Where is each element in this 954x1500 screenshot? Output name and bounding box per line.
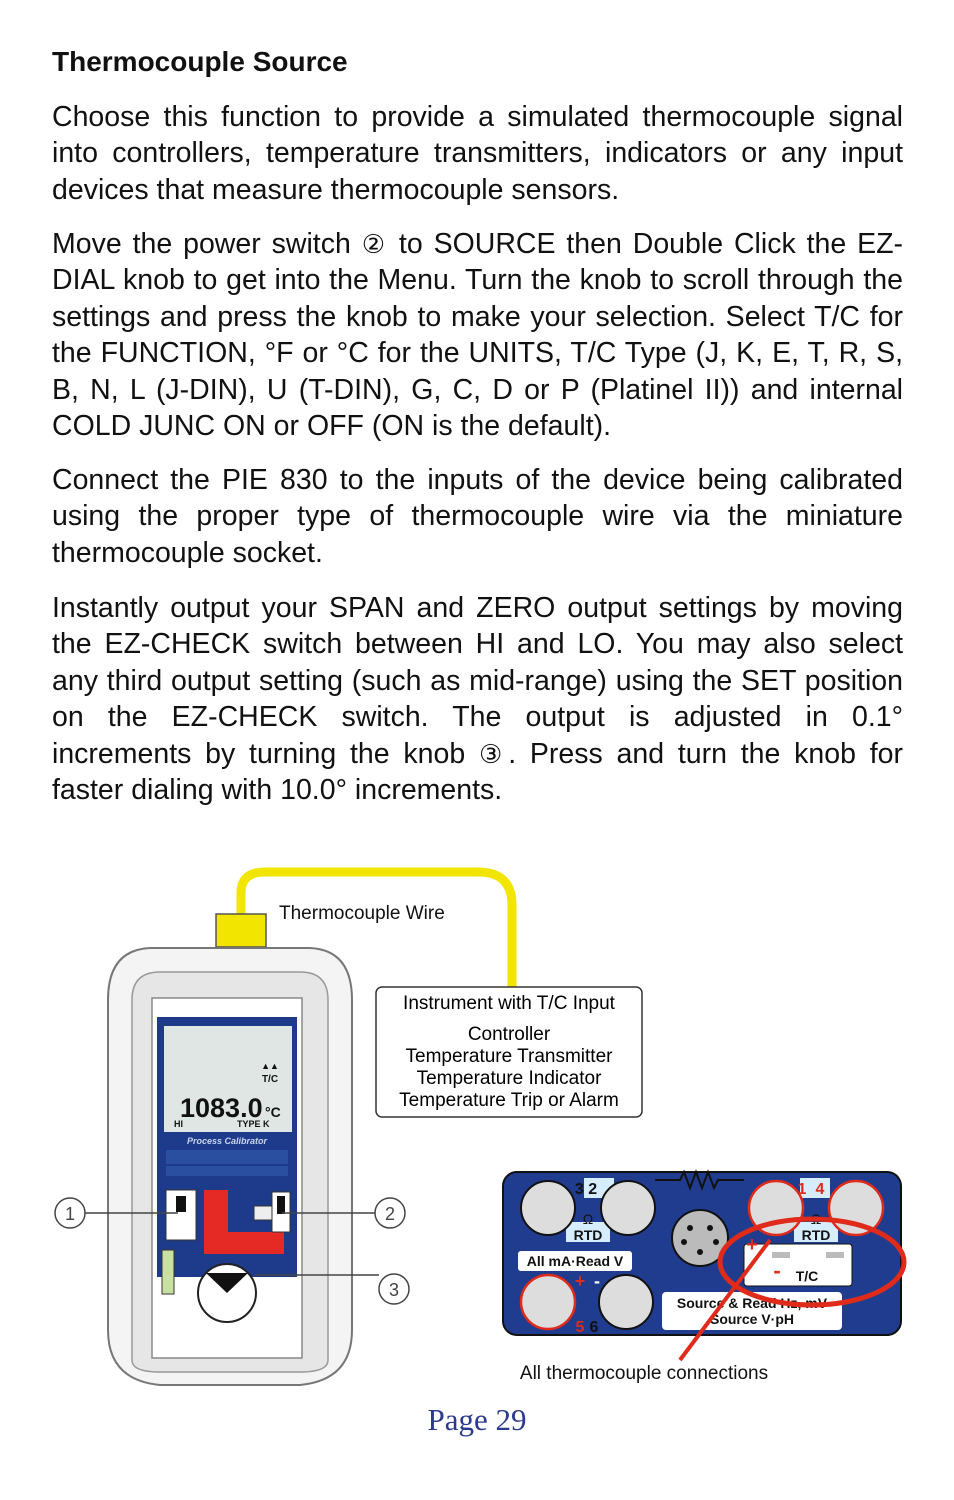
paragraph-text: Instantly output your SPAN and ZERO outp…	[52, 592, 903, 770]
panel-source-read: Source & Read Hz, mV	[677, 1295, 828, 1311]
calibrator-device: ▲▲ T/C 1083.0 °C HI TYPE K Process Calib…	[107, 947, 353, 1386]
panel-rtd-right: RTD	[802, 1227, 831, 1243]
paragraph-text: . Press and turn the knob for faster dia…	[52, 737, 904, 807]
panel-plus-tc: +	[746, 1234, 758, 1256]
panel-plus-left: +	[575, 1271, 586, 1291]
terminal	[600, 1180, 656, 1236]
section-heading: Thermocouple Source	[52, 46, 348, 77]
power-switch-paragraph: Move the power switch ② to SOURCE then D…	[52, 226, 903, 444]
panel-num-5: 5	[576, 1319, 585, 1336]
panel-all-ma: All mA·Read V	[527, 1253, 624, 1269]
svg-text:1: 1	[65, 1204, 75, 1224]
thermocouple-plug	[215, 913, 267, 948]
paragraph-text: Move the power switch	[52, 228, 351, 260]
instrument-box-title: Instrument with T/C Input	[403, 993, 616, 1014]
page-number: Page 29	[427, 1402, 527, 1437]
lcd-unit: °C	[265, 1104, 281, 1120]
tc-highlight-ring	[717, 1216, 907, 1308]
svg-text:2: 2	[385, 1204, 395, 1224]
callout-3-marker: ③	[479, 738, 509, 769]
instrument-box	[375, 986, 643, 1118]
panel-num-1: 1	[798, 1181, 807, 1198]
tc-socket	[743, 1243, 853, 1287]
wire-label: Thermocouple Wire	[279, 903, 445, 924]
panel-rtd-left: RTD	[574, 1227, 603, 1243]
panel-ohm-left: Ω	[583, 1211, 593, 1227]
highlight-leader	[678, 1238, 772, 1362]
panel-num-4: 4	[816, 1181, 825, 1198]
mini-din-socket	[671, 1209, 729, 1267]
terminal	[519, 1273, 577, 1331]
panel-tc-label: T/C	[796, 1268, 819, 1284]
callout-1: 1	[54, 1197, 178, 1229]
intro-paragraph: Choose this function to provide a simula…	[52, 101, 903, 206]
lcd-hi: HI	[174, 1119, 183, 1129]
panel-minus-tc: -	[773, 1258, 780, 1283]
connections-label: All thermocouple connections	[520, 1363, 768, 1384]
instrument-line: Temperature Indicator	[417, 1068, 602, 1089]
terminal	[520, 1180, 576, 1236]
device-lcd	[164, 1026, 292, 1132]
instrument-line: Temperature Transmitter	[406, 1046, 614, 1067]
terminal	[598, 1274, 654, 1330]
terminal	[827, 1179, 885, 1237]
paragraph-text: to SOURCE then Double Click the EZ-DIAL …	[52, 228, 904, 443]
panel-minus-left: -	[594, 1271, 600, 1291]
output-paragraph: Instantly output your SPAN and ZERO outp…	[52, 590, 903, 808]
lcd-mode-arrows: ▲▲	[261, 1061, 279, 1071]
panel-num-32: 3 2	[575, 1181, 597, 1198]
svg-text:3: 3	[389, 1280, 399, 1300]
instrument-line: Temperature Trip or Alarm	[399, 1090, 619, 1111]
connection-panel: 3 2 1 4 RTD Ω RTD Ω All mA·Read V + - 5 …	[502, 1169, 902, 1336]
panel-num-6: 6	[590, 1319, 599, 1336]
instrument-line: Controller	[468, 1024, 551, 1045]
lcd-type: TYPE K	[237, 1119, 270, 1129]
panel-source-v: Source V·pH	[710, 1311, 794, 1327]
callout-3: 3	[255, 1273, 410, 1305]
lcd-function: T/C	[262, 1074, 278, 1085]
callout-2-marker: ②	[361, 229, 388, 259]
lcd-reading: 1083.0	[180, 1093, 263, 1123]
device-brand-line: Process Calibrator	[187, 1136, 268, 1146]
callout-2: 2	[282, 1197, 406, 1229]
thermocouple-wire	[236, 867, 517, 995]
connect-paragraph: Connect the PIE 830 to the inputs of the…	[52, 464, 903, 569]
